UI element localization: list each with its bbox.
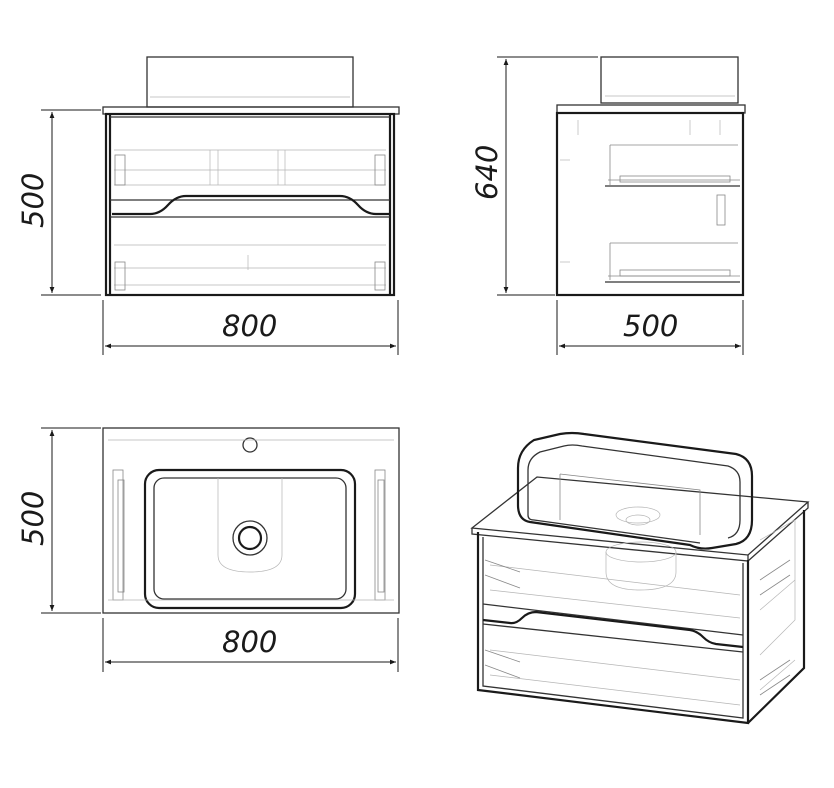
front-view: 500 800 [16,56,400,355]
iso-countertop-top [470,476,810,556]
front-cabinet-body [104,112,396,297]
top-basin-inner [153,477,347,600]
isometric-view [470,431,810,725]
side-basin [600,56,739,104]
top-depth-label: 500 [16,491,50,546]
faucet-hole [242,437,258,453]
front-height-label: 500 [16,173,50,228]
front-basin [146,56,354,108]
top-width-label: 800 [222,625,277,659]
front-handle-groove [112,194,390,216]
iso-handle-groove [482,610,744,649]
top-countertop-outline [102,427,400,614]
top-basin-outer [143,468,357,610]
drain-outer [232,520,268,556]
front-width-label: 800 [222,309,277,343]
side-depth-label: 500 [623,309,678,343]
iso-basin-rim [516,431,754,550]
side-view: 640 500 [470,56,746,355]
drain-inner [237,525,263,551]
side-cabinet-body [555,111,745,297]
side-countertop [556,104,746,114]
top-view: 500 800 [16,427,400,672]
iso-cabinet-front [476,532,750,725]
side-height-label: 640 [470,145,504,200]
